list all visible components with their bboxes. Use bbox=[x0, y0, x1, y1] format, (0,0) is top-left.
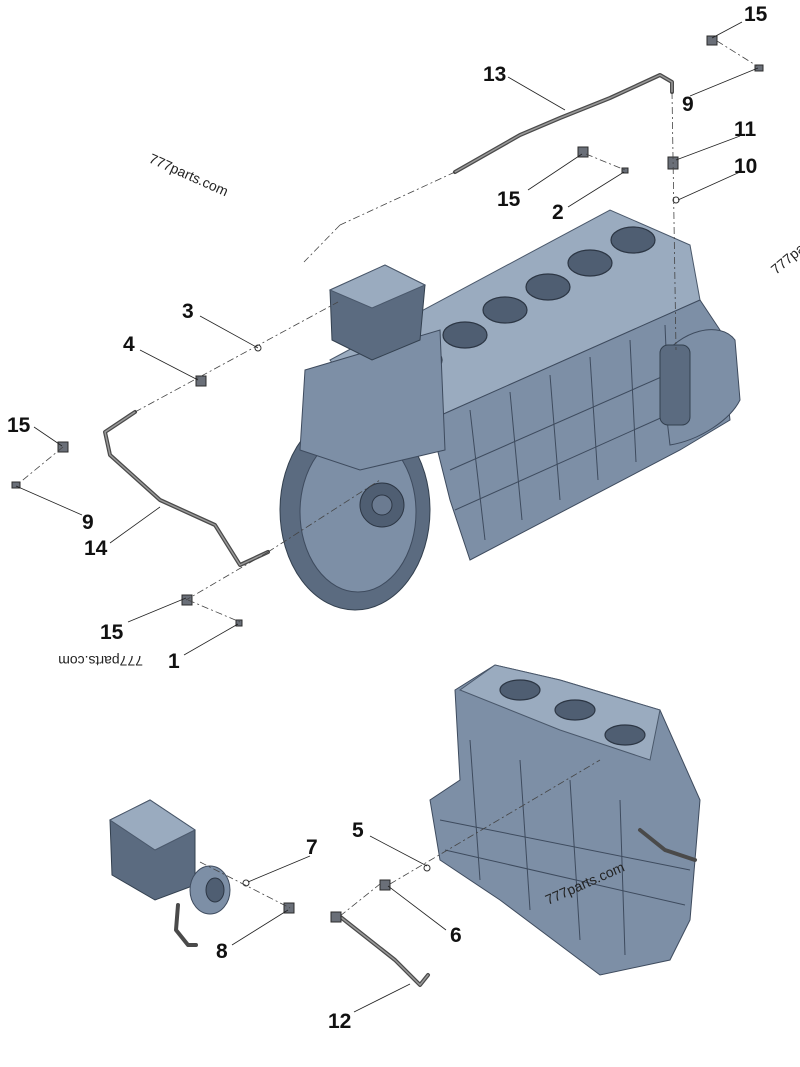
pump-drive-center bbox=[205, 877, 225, 903]
clamp-15d bbox=[181, 594, 193, 606]
assembly-axes bbox=[17, 40, 758, 917]
watermark-text: 777parts.com bbox=[147, 150, 231, 199]
callout-11: 11 bbox=[734, 118, 757, 141]
banjo-4 bbox=[195, 375, 207, 387]
oil-line-stub bbox=[638, 828, 697, 862]
cylinder-bore bbox=[482, 296, 528, 324]
pump-line bbox=[174, 903, 198, 947]
clamp-15b bbox=[577, 146, 589, 158]
pump-top bbox=[328, 264, 427, 309]
engine-block-assembly bbox=[279, 209, 741, 611]
bolt-9b bbox=[11, 481, 21, 489]
cylinder-bore bbox=[567, 249, 613, 277]
callout-6: 6 bbox=[450, 924, 462, 947]
pump-body-top bbox=[109, 799, 196, 851]
callout-1: 1 bbox=[168, 650, 180, 673]
callout-2: 2 bbox=[552, 201, 564, 224]
cylinder-bore bbox=[525, 273, 571, 301]
bolt-2 bbox=[621, 167, 629, 174]
callout-10: 10 bbox=[734, 155, 757, 178]
callout-8: 8 bbox=[216, 940, 228, 963]
cylinder-bore bbox=[610, 226, 656, 254]
callout-9: 9 bbox=[82, 511, 94, 534]
callout-12: 12 bbox=[328, 1010, 351, 1033]
block-side-wall bbox=[429, 299, 731, 561]
watermark-text: 777parts.com bbox=[58, 653, 143, 669]
leader-lines bbox=[15, 21, 759, 1013]
bolt-1 bbox=[235, 619, 243, 627]
callout-15: 15 bbox=[744, 3, 768, 26]
callout-labels: 15 9 11 10 13 15 2 3 4 15 9 14 15 1 5 6 … bbox=[7, 3, 768, 1033]
pump-detail bbox=[109, 799, 231, 947]
cylinder-bore bbox=[554, 699, 596, 721]
oil-line-14 bbox=[103, 410, 270, 567]
oil-line-12 bbox=[336, 913, 430, 987]
seal-ring-7 bbox=[242, 879, 250, 887]
callout-15: 15 bbox=[497, 188, 521, 211]
watermark-text: 777pa bbox=[768, 240, 800, 277]
bolt-9a bbox=[754, 64, 764, 72]
clamp-15a bbox=[706, 35, 718, 46]
callout-7: 7 bbox=[306, 836, 318, 859]
block-detail-ribs bbox=[439, 739, 691, 956]
callout-4: 4 bbox=[123, 333, 135, 356]
flywheel-center bbox=[371, 494, 393, 516]
pipe-end-12 bbox=[330, 911, 342, 923]
callout-15: 15 bbox=[100, 621, 124, 644]
oil-line-13 bbox=[453, 73, 674, 174]
banjo-6 bbox=[379, 879, 391, 891]
seal-ring-10 bbox=[672, 196, 680, 204]
callout-13: 13 bbox=[483, 63, 506, 86]
seal-ring-5 bbox=[423, 864, 431, 872]
banjo-8 bbox=[283, 902, 295, 914]
cylinder-bore bbox=[499, 679, 541, 701]
engine-block-detail bbox=[429, 664, 701, 976]
callout-14: 14 bbox=[84, 537, 108, 560]
callout-3: 3 bbox=[182, 300, 194, 323]
cylinder-bore bbox=[604, 724, 646, 746]
callout-5: 5 bbox=[352, 819, 364, 842]
coolant-pipe-stub bbox=[659, 344, 691, 426]
callout-15: 15 bbox=[7, 414, 31, 437]
cylinder-bore bbox=[442, 321, 488, 349]
callout-9: 9 bbox=[682, 93, 694, 116]
